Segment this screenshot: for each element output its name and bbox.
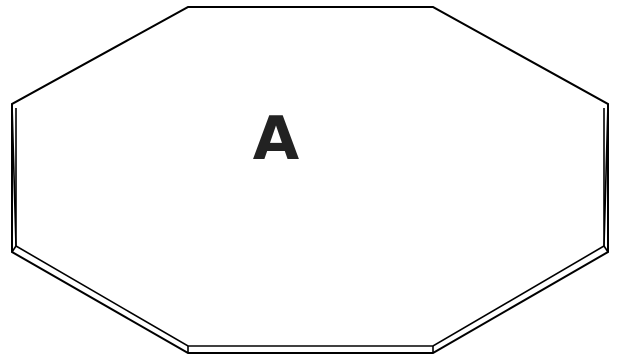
face-label: A xyxy=(253,104,300,174)
bottom-right-bevel-edge xyxy=(603,245,609,253)
bottom-left-bevel-edge xyxy=(11,245,17,253)
octagon-slab-outline xyxy=(11,6,609,354)
